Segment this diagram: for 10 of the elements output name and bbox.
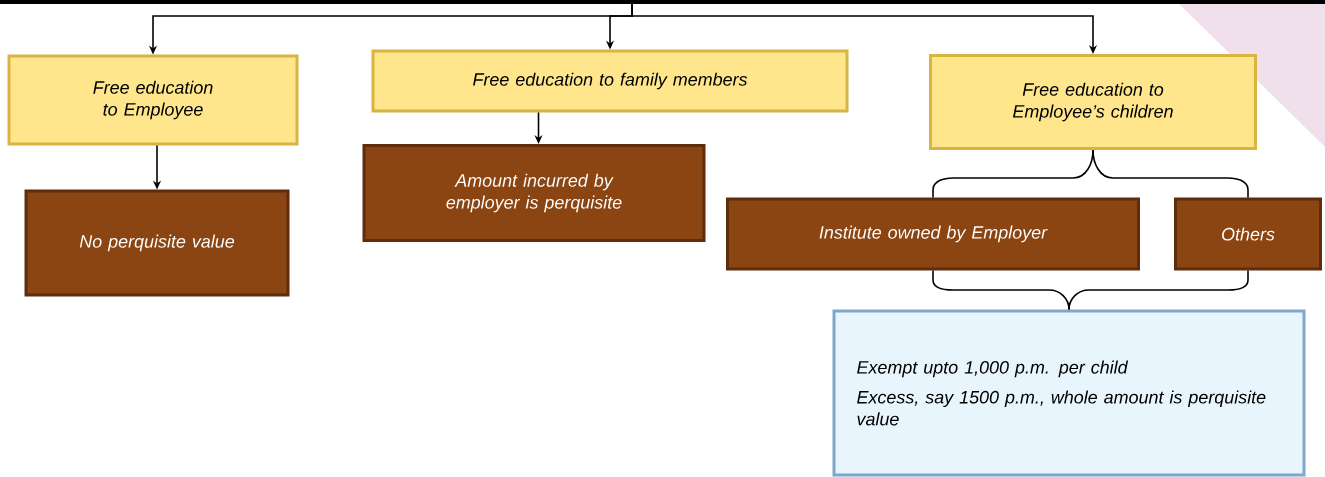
title-box: Free education to Employee’s children bbox=[929, 54, 1257, 150]
title-box: Free education to family members bbox=[371, 49, 849, 113]
result-box: Amount incurred by employer is perquisite bbox=[362, 144, 706, 242]
result-box: Institute owned by Employer bbox=[726, 197, 1140, 271]
connector bbox=[1092, 149, 1249, 199]
connector bbox=[1068, 269, 1249, 311]
title-box: Free education to Employee bbox=[7, 54, 299, 146]
result-box: Others bbox=[1174, 197, 1322, 271]
result-box: No perquisite value bbox=[24, 189, 290, 297]
note-box: Exempt upto 1,000 p.m. per child Excess, say 1500 p.m., whole amount is perquisite value bbox=[832, 309, 1306, 477]
